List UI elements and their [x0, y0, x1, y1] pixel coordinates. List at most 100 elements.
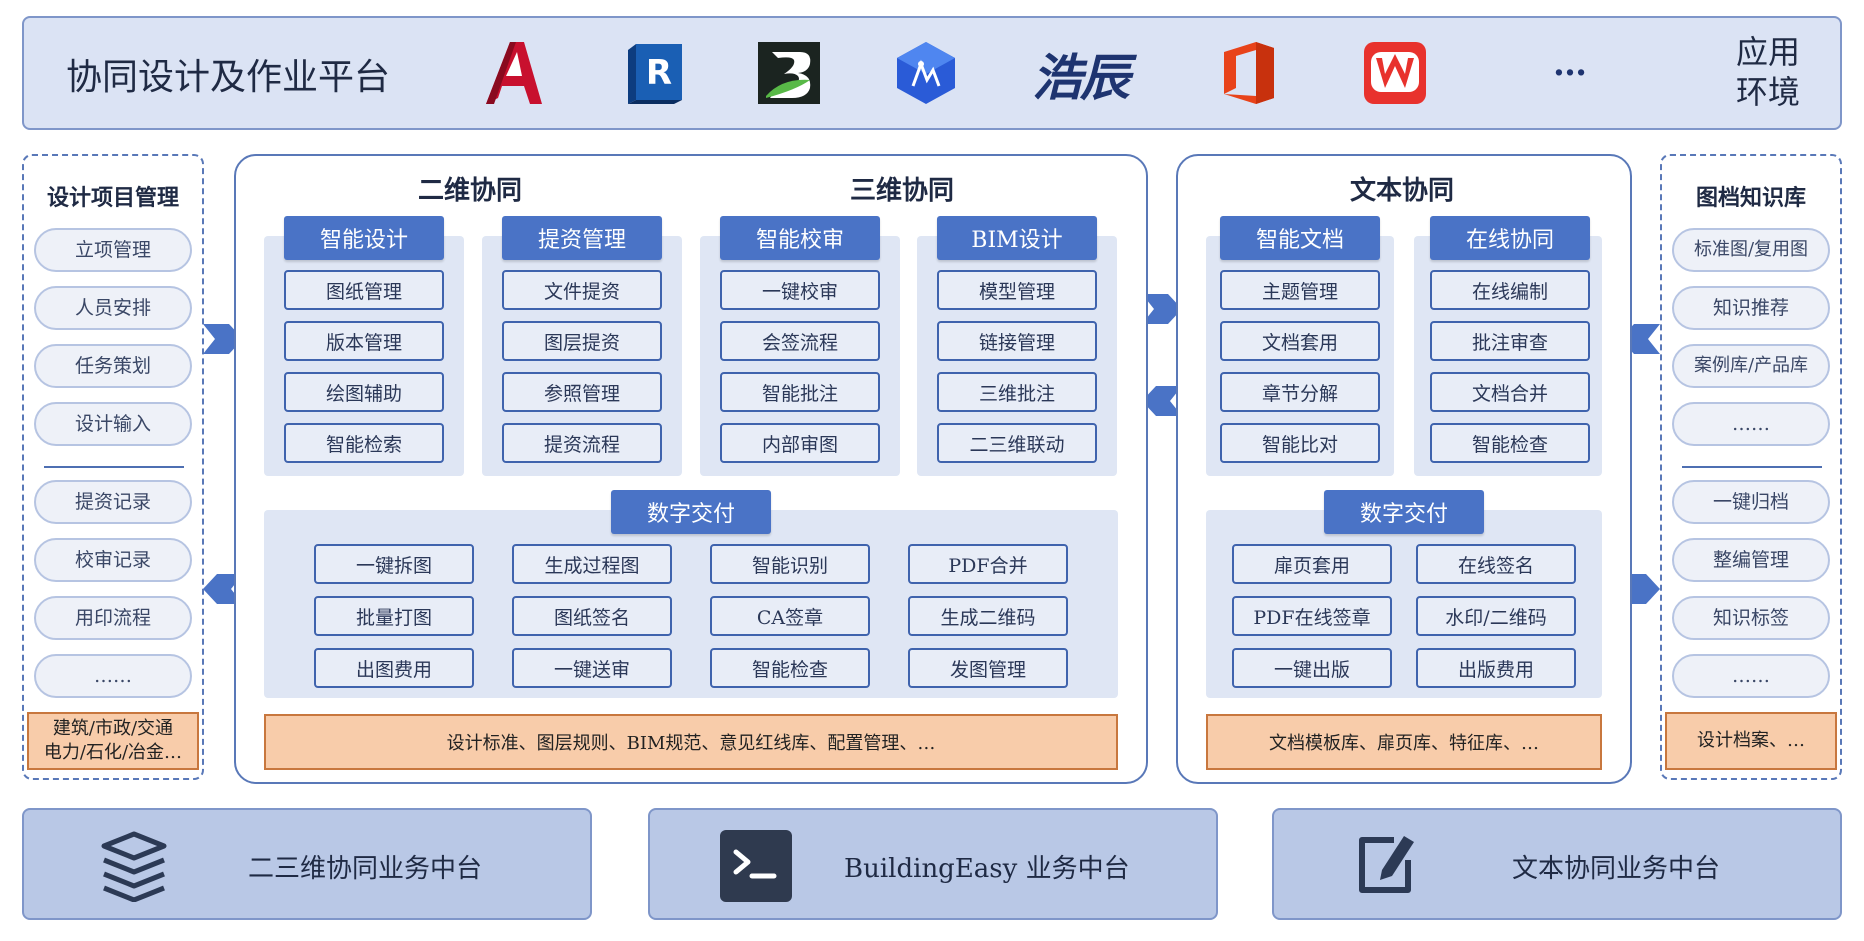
- column-head-smart-doc[interactable]: 智能文档: [1220, 216, 1380, 260]
- feature-item[interactable]: 参照管理: [502, 372, 662, 412]
- delivery-item[interactable]: PDF在线签章: [1232, 596, 1392, 636]
- chevron-right-icon: [203, 324, 243, 354]
- feature-item[interactable]: 图层提资: [502, 321, 662, 361]
- wps-logo-icon[interactable]: [1362, 40, 1428, 106]
- feature-item[interactable]: 二三维联动: [937, 423, 1097, 463]
- platform-buildingeasy-label: BuildingEasy 业务中台: [844, 854, 1130, 884]
- column-head-smart-design[interactable]: 智能设计: [284, 216, 444, 260]
- platform-title: 协同设计及作业平台: [66, 57, 391, 98]
- terminal-icon: [720, 830, 792, 902]
- delivery-item[interactable]: 智能检查: [710, 648, 870, 688]
- feature-item[interactable]: 智能批注: [720, 372, 880, 412]
- left-divider: [44, 466, 184, 468]
- chevron-left-icon: [203, 574, 243, 604]
- delivery-item[interactable]: PDF合并: [908, 544, 1068, 584]
- edit-icon: [1359, 836, 1414, 893]
- delivery-head[interactable]: 数字交付: [611, 490, 771, 534]
- platform-2d3d-label: 二三维协同业务中台: [248, 854, 483, 884]
- stack-layers-icon: [101, 831, 167, 902]
- right-item[interactable]: 案例库/产品库: [1672, 344, 1830, 388]
- feature-item[interactable]: 在线编制: [1430, 270, 1590, 310]
- delivery-item[interactable]: CA签章: [710, 596, 870, 636]
- bentley-logo-icon[interactable]: [756, 40, 822, 106]
- feature-item[interactable]: 批注审查: [1430, 321, 1590, 361]
- feature-item[interactable]: 文档套用: [1220, 321, 1380, 361]
- delivery-item[interactable]: 生成过程图: [512, 544, 672, 584]
- platform-text[interactable]: 文本协同业务中台: [1272, 808, 1842, 920]
- feature-item[interactable]: 三维批注: [937, 372, 1097, 412]
- right-item[interactable]: 知识推荐: [1672, 286, 1830, 330]
- right-item[interactable]: ……: [1672, 654, 1830, 698]
- head-text-collab: 文本协同: [1350, 176, 1455, 206]
- office-logo-icon[interactable]: [1216, 40, 1282, 106]
- delivery-item[interactable]: 扉页套用: [1232, 544, 1392, 584]
- column-head-online-collab[interactable]: 在线协同: [1430, 216, 1590, 260]
- right-archive-footer: 设计档案、…: [1665, 712, 1837, 770]
- delivery-item[interactable]: 出图费用: [314, 648, 474, 688]
- feature-item[interactable]: 智能检索: [284, 423, 444, 463]
- left-item[interactable]: 用印流程: [34, 596, 192, 640]
- left-item[interactable]: 提资记录: [34, 480, 192, 524]
- right-item[interactable]: 知识标签: [1672, 596, 1830, 640]
- left-item[interactable]: 立项管理: [34, 228, 192, 272]
- feature-item[interactable]: 链接管理: [937, 321, 1097, 361]
- left-item[interactable]: 校审记录: [34, 538, 192, 582]
- column-head-reference-mgmt[interactable]: 提资管理: [502, 216, 662, 260]
- right-divider: [1682, 466, 1822, 468]
- delivery-item[interactable]: 一键送审: [512, 648, 672, 688]
- delivery-head[interactable]: 数字交付: [1324, 490, 1484, 534]
- project-management-title: 设计项目管理: [46, 185, 179, 211]
- left-item[interactable]: 设计输入: [34, 402, 192, 446]
- feature-item[interactable]: 智能检查: [1430, 423, 1590, 463]
- right-item[interactable]: 一键归档: [1672, 480, 1830, 524]
- feature-item[interactable]: 一键校审: [720, 270, 880, 310]
- knowledge-base-title: 图档知识库: [1695, 185, 1806, 211]
- archi-logo-icon[interactable]: [893, 40, 959, 106]
- feature-item[interactable]: 章节分解: [1220, 372, 1380, 412]
- feature-item[interactable]: 提资流程: [502, 423, 662, 463]
- feature-item[interactable]: 文件提资: [502, 270, 662, 310]
- left-item[interactable]: 人员安排: [34, 286, 192, 330]
- delivery-item[interactable]: 出版费用: [1416, 648, 1576, 688]
- delivery-item[interactable]: 批量打图: [314, 596, 474, 636]
- feature-item[interactable]: 主题管理: [1220, 270, 1380, 310]
- delivery-item[interactable]: 生成二维码: [908, 596, 1068, 636]
- feature-item[interactable]: 智能比对: [1220, 423, 1380, 463]
- feature-item[interactable]: 内部审图: [720, 423, 880, 463]
- right-item[interactable]: 标准图/复用图: [1672, 228, 1830, 272]
- environment-label: 应用 环境: [1735, 33, 1800, 111]
- left-item[interactable]: 任务策划: [34, 344, 192, 388]
- drawing-standards-bar: 设计标准、图层规则、BIM规范、意见红线库、配置管理、…: [264, 714, 1118, 770]
- revit-logo-icon[interactable]: R: [622, 40, 688, 106]
- feature-item[interactable]: 文档合并: [1430, 372, 1590, 412]
- right-item[interactable]: ……: [1672, 402, 1830, 446]
- right-item[interactable]: 整编管理: [1672, 538, 1830, 582]
- more-apps-ellipsis: …: [1553, 44, 1587, 84]
- platform-2d3d[interactable]: 二三维协同业务中台: [22, 808, 592, 920]
- chevron-left-icon: [1142, 386, 1182, 416]
- delivery-item[interactable]: 一键拆图: [314, 544, 474, 584]
- text-standards-bar: 文档模板库、扉页库、特征库、…: [1206, 714, 1602, 770]
- delivery-item[interactable]: 发图管理: [908, 648, 1068, 688]
- delivery-item[interactable]: 在线签名: [1416, 544, 1576, 584]
- platform-buildingeasy[interactable]: BuildingEasy 业务中台: [648, 808, 1218, 920]
- feature-item[interactable]: 版本管理: [284, 321, 444, 361]
- delivery-item[interactable]: 智能识别: [710, 544, 870, 584]
- feature-item[interactable]: 模型管理: [937, 270, 1097, 310]
- delivery-item[interactable]: 水印/二维码: [1416, 596, 1576, 636]
- platform-text-label: 文本协同业务中台: [1512, 854, 1721, 884]
- feature-item[interactable]: 图纸管理: [284, 270, 444, 310]
- delivery-item[interactable]: 图纸签名: [512, 596, 672, 636]
- feature-item[interactable]: 绘图辅助: [284, 372, 444, 412]
- autocad-logo-icon[interactable]: [480, 40, 546, 106]
- chevron-right-icon: [1142, 294, 1182, 324]
- column-head-bim-design[interactable]: BIM设计: [937, 216, 1097, 260]
- haochen-logo-icon[interactable]: 浩辰: [1032, 49, 1130, 107]
- delivery-item[interactable]: 一键出版: [1232, 648, 1392, 688]
- head-2d-collab: 二维协同: [418, 176, 523, 206]
- left-item[interactable]: ……: [34, 654, 192, 698]
- left-industry-footer: 建筑/市政/交通 电力/石化/冶金…: [27, 712, 199, 770]
- feature-item[interactable]: 会签流程: [720, 321, 880, 361]
- head-3d-collab: 三维协同: [850, 176, 955, 206]
- column-head-smart-review[interactable]: 智能校审: [720, 216, 880, 260]
